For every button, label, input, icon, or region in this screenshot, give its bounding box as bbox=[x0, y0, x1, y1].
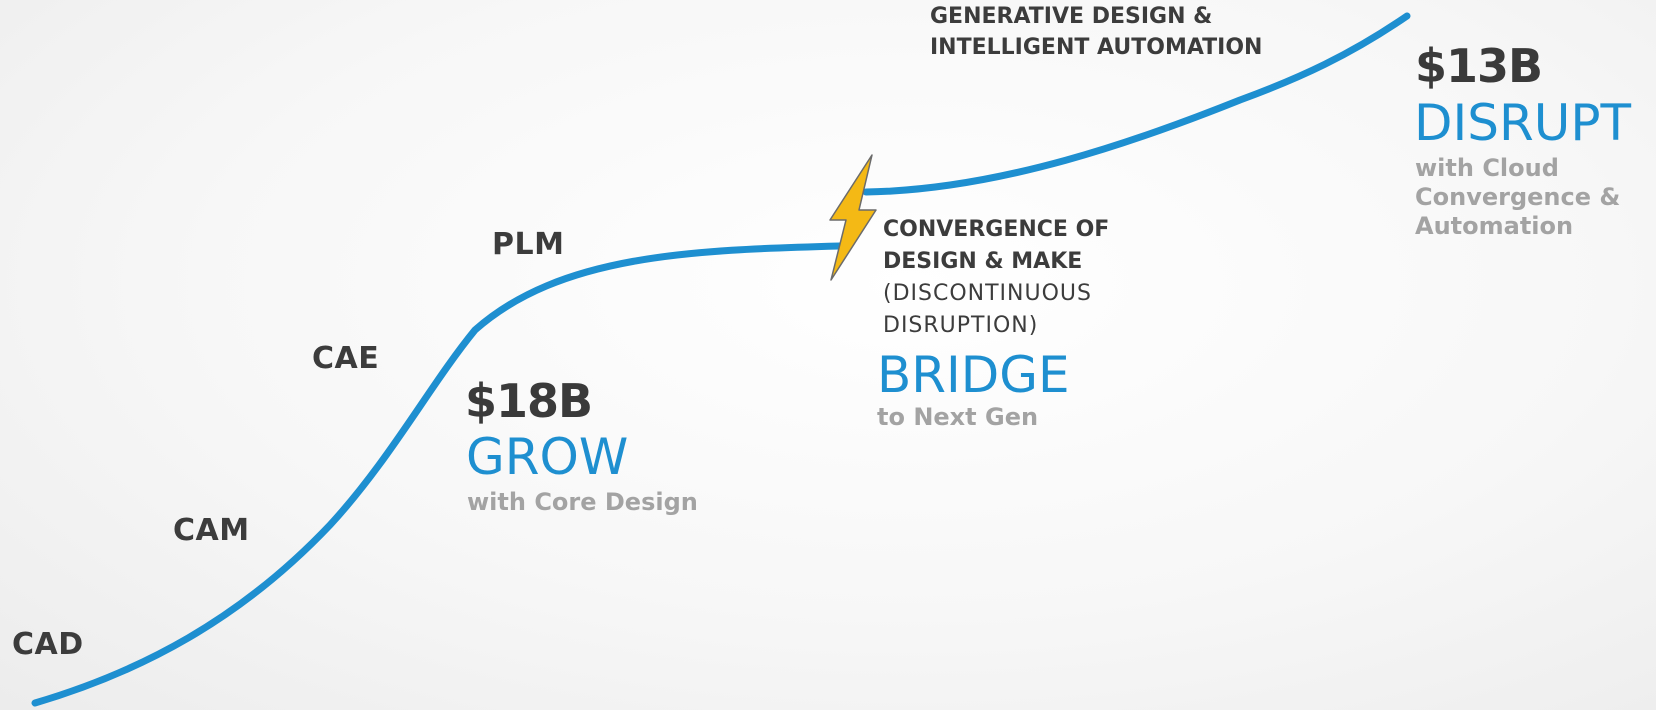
label-plm: PLM bbox=[492, 227, 565, 262]
grow-subtitle: with Core Design bbox=[467, 488, 698, 516]
growth-curve-upper-segment bbox=[862, 12, 1411, 196]
lightning-bolt-icon bbox=[829, 154, 877, 281]
bridge-subtitle: to Next Gen bbox=[877, 403, 1039, 431]
bridge-note-line-2: DESIGN & MAKE bbox=[883, 249, 1083, 274]
disrupt-subtitle-line-1: with Cloud bbox=[1415, 154, 1559, 182]
generative-note-line-2: INTELLIGENT AUTOMATION bbox=[930, 35, 1263, 60]
disrupt-subtitle-line-2: Convergence & bbox=[1415, 183, 1621, 211]
bridge-title: BRIDGE bbox=[877, 346, 1070, 404]
grow-amount: $18B bbox=[465, 374, 593, 428]
growth-curve-lower-segment bbox=[31, 242, 844, 707]
label-cam: CAM bbox=[173, 513, 250, 548]
generative-note-line-1: GENERATIVE DESIGN & bbox=[930, 4, 1213, 29]
bridge-note-line-3: (DISCONTINUOUS bbox=[883, 281, 1092, 306]
disrupt-subtitle-line-3: Automation bbox=[1415, 212, 1574, 240]
label-cae: CAE bbox=[312, 341, 380, 376]
bridge-note-line-4: DISRUPTION) bbox=[883, 313, 1039, 338]
grow-title: GROW bbox=[466, 428, 629, 486]
label-cad: CAD bbox=[12, 627, 84, 662]
bridge-note-line-1: CONVERGENCE OF bbox=[883, 217, 1110, 242]
disrupt-title: DISRUPT bbox=[1414, 94, 1632, 152]
disrupt-amount: $13B bbox=[1415, 39, 1543, 93]
